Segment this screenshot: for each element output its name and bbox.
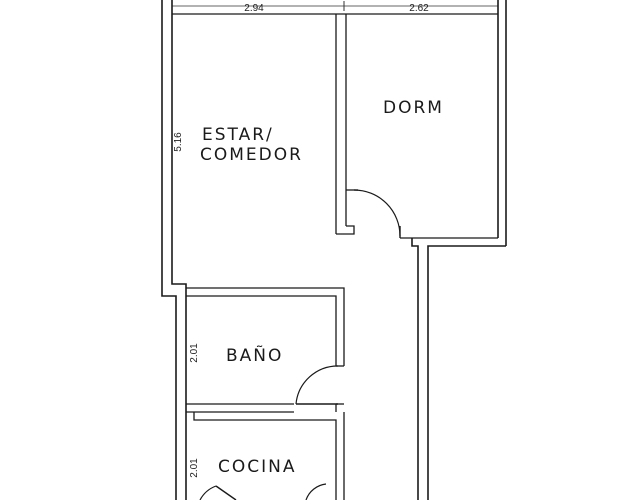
dim-left-estar: 5.16 [173, 132, 184, 152]
dim-left-cocina: 2.01 [189, 458, 200, 478]
cocina-door [199, 483, 327, 500]
top-dimension: 2.94 2.62 [171, 1, 499, 14]
dim-top-right: 2.62 [409, 3, 429, 14]
left-dimensions: 5.16 2.01 2.01 [173, 132, 200, 478]
dim-left-bano: 2.01 [189, 343, 200, 363]
room-label-dorm: DORM [383, 98, 444, 118]
dorm-partition [335, 14, 355, 235]
bano-walls [186, 287, 345, 413]
outer-walls [161, 0, 507, 500]
room-label-cocina: COCINA [218, 457, 296, 477]
cocina-walls [193, 412, 345, 500]
bano-door [295, 365, 339, 405]
room-label-estar-1: ESTAR/ [202, 125, 274, 145]
dim-top-left: 2.94 [244, 3, 264, 14]
room-label-estar-2: COMEDOR [200, 145, 303, 165]
room-label-bano: BAÑO [226, 344, 283, 366]
dorm-door [353, 189, 401, 238]
